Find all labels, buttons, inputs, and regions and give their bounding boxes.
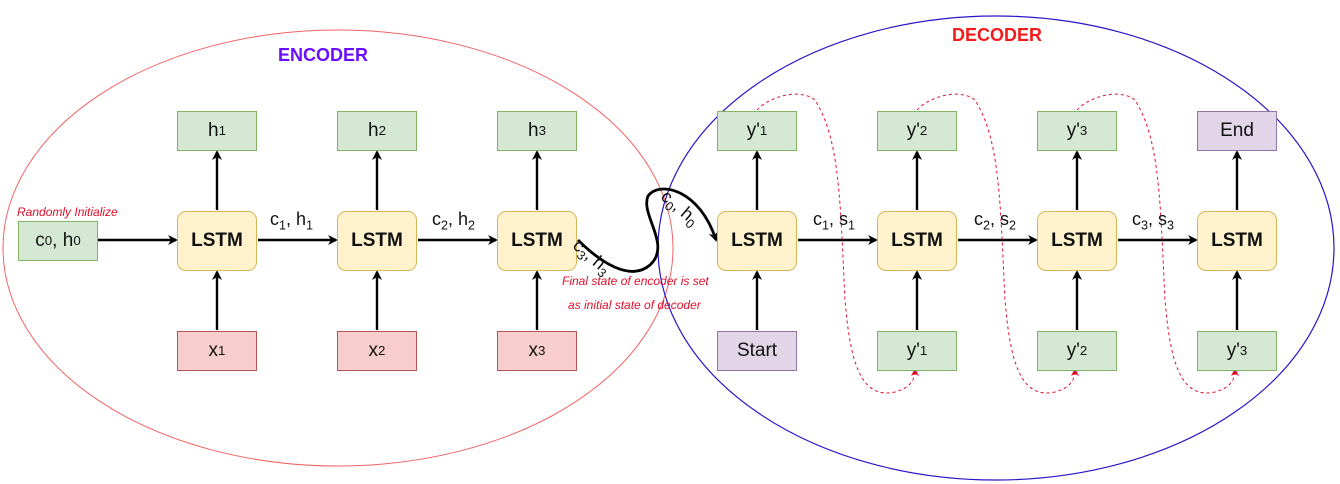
decoder-edge-label-1: c1, s1 — [813, 209, 856, 233]
decoder-lstm-4: LSTM — [1197, 211, 1277, 271]
encoder-edge-label-2: c2, h2 — [432, 209, 476, 233]
decoder-input-y3: y'3 — [1197, 331, 1277, 371]
decoder-edge-label-3: c3, s3 — [1132, 209, 1175, 233]
decoder-output-y3: y'3 — [1037, 111, 1117, 151]
decoder-lstm-2: LSTM — [877, 211, 957, 271]
feedback-loop-3 — [1076, 93, 1239, 394]
decoder-title: DECODER — [952, 25, 1043, 45]
random-init-note: Randomly Initialize — [17, 205, 118, 219]
decoder-end-box: End — [1197, 111, 1277, 151]
encoder-title: ENCODER — [278, 45, 369, 65]
final-state-note-line1: Final state of encoder is set — [562, 274, 709, 288]
decoder-edge-label-2: c2, s2 — [974, 209, 1017, 233]
bridge-curve — [577, 187, 719, 273]
decoder-output-y1: y'1 — [717, 111, 797, 151]
decoder-lstm-3: LSTM — [1037, 211, 1117, 271]
encoder-lstm-3: LSTM — [497, 211, 577, 271]
encoder-lstm-1: LSTM — [177, 211, 257, 271]
feedback-loop-1 — [756, 93, 919, 394]
feedback-loop-2 — [916, 93, 1079, 394]
decoder-input-y2: y'2 — [1037, 331, 1117, 371]
encoder-ellipse — [2, 29, 674, 467]
decoder-input-y1: y'1 — [877, 331, 957, 371]
encoder-lstm-2: LSTM — [337, 211, 417, 271]
decoder-lstm-1: LSTM — [717, 211, 797, 271]
encoder-edge-label-1: c1, h1 — [270, 209, 314, 233]
final-state-note-line2: as initial state of decoder — [568, 298, 701, 312]
decoder-output-y2: y'2 — [877, 111, 957, 151]
decoder-start-box: Start — [717, 331, 797, 371]
